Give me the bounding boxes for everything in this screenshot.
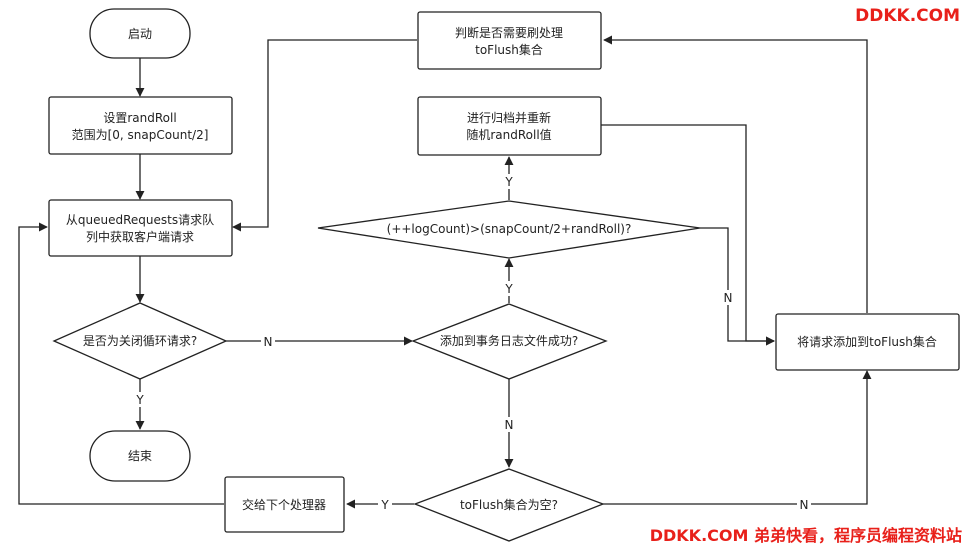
roll-node: 进行归档并重新 随机randRoll值 (417, 96, 602, 156)
get-request-node: 从queuedRequests请求队 列中获取客户端请求 (48, 199, 233, 257)
add-log-decision: 添加到事务日志文件成功? (411, 303, 608, 380)
label-logcount-yes: Y (504, 175, 513, 189)
start-node-line-1: 启动 (128, 27, 152, 41)
add-flush-node: 将请求添加到toFlush集合 (775, 313, 960, 371)
add-log-line-1: 添加到事务日志文件成功? (440, 333, 578, 348)
label-log-no: N (505, 418, 514, 432)
add-flush-line-1: 将请求添加到toFlush集合 (797, 334, 937, 349)
flush-empty-decision: toFlush集合为空? (413, 468, 605, 542)
flush-check-line-1: 判断是否需要刷处理 (455, 25, 563, 40)
watermark-bottom: DDKK.COM 弟弟快看，程序员编程资料站 (649, 526, 962, 545)
roll-line-2: 随机randRoll值 (466, 127, 551, 142)
set-randroll-line-1: 设置randRoll (103, 111, 176, 125)
edge-labels: N Y Y Y N N Y N (133, 174, 811, 512)
edge-flushcheck-to-get (232, 39, 417, 232)
end-node: 结束 (89, 430, 191, 482)
set-randroll-line-2: 范围为[0, snapCount/2] (72, 128, 209, 142)
flush-check-line-2: toFlush集合 (475, 42, 543, 57)
label-close-no: N (264, 335, 273, 349)
get-request-line-2: 列中获取客户端请求 (86, 229, 194, 244)
log-count-line-1: (++logCount)>(snapCount/2+randRoll)? (387, 222, 632, 236)
set-randroll-node: 设置randRoll 范围为[0, snapCount/2] (48, 96, 233, 155)
next-handler-node: 交给下个处理器 (224, 476, 345, 533)
is-close-decision: 是否为关闭循环请求? (52, 302, 228, 380)
end-node-line-1: 结束 (128, 449, 152, 463)
edge-next-to-get (18, 222, 224, 505)
label-logcount-no: N (724, 291, 733, 305)
label-close-yes: Y (135, 393, 144, 407)
watermark-top: DDKK.COM (855, 6, 960, 26)
next-handler-line-1: 交给下个处理器 (242, 497, 326, 512)
flush-check-node: 判断是否需要刷处理 toFlush集合 (417, 11, 602, 70)
is-close-line-1: 是否为关闭循环请求? (83, 334, 197, 348)
log-count-decision: (++logCount)>(snapCount/2+randRoll)? (317, 200, 701, 259)
flush-empty-line-1: toFlush集合为空? (460, 497, 558, 512)
roll-line-1: 进行归档并重新 (467, 110, 551, 125)
get-request-line-1: 从queuedRequests请求队 (66, 212, 214, 227)
edge-addflush-to-flushcheck (603, 35, 868, 313)
label-empty-yes: Y (380, 498, 389, 512)
start-node: 启动 (89, 8, 191, 59)
edge-roll-to-addflush (601, 124, 775, 346)
label-empty-no: N (800, 498, 809, 512)
edge-logcheck-to-addflush (700, 227, 775, 346)
edge-flushempty-to-addflush (603, 370, 872, 505)
label-log-yes: Y (504, 282, 513, 296)
